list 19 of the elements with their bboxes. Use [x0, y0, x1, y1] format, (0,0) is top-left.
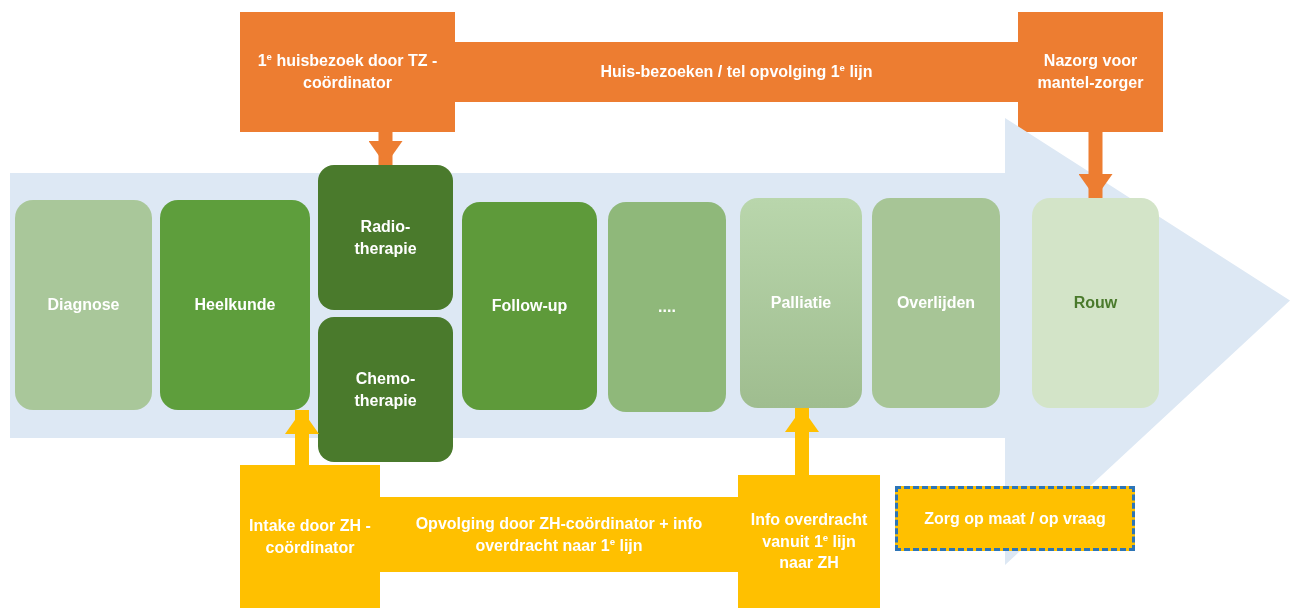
process-band: Opvolging door ZH-coördinator + info overdracht naar 1$^{e}$ lijn — [380, 497, 738, 572]
arrow — [785, 408, 819, 475]
stage-box: Follow-up — [462, 202, 597, 410]
stage-box: Palliatie — [740, 198, 862, 408]
arrow — [285, 410, 319, 465]
arrow — [1078, 132, 1113, 198]
stage-box: Diagnose — [15, 200, 152, 410]
stage-box: Overlijden — [872, 198, 1000, 408]
stage-box: Rouw — [1032, 198, 1159, 408]
stage-box: Heelkunde — [160, 200, 310, 410]
stage-box: Radio-therapie — [318, 165, 453, 310]
action-box: Intake door ZH - coördinator — [240, 465, 380, 608]
action-box: Nazorg voor mantel-zorger — [1018, 12, 1163, 132]
process-band: Huis-bezoeken / tel opvolging 1$^{e}$ lijn — [455, 42, 1018, 102]
action-box: Info overdracht vanuit 1$^{e}$ lijn naar ZH — [738, 475, 880, 608]
action-box: 1$^{e}$ huisbezoek door TZ - coördinator — [240, 12, 455, 132]
arrow — [368, 132, 403, 165]
stage-box: Chemo-therapie — [318, 317, 453, 462]
stage-box: .... — [608, 202, 726, 412]
